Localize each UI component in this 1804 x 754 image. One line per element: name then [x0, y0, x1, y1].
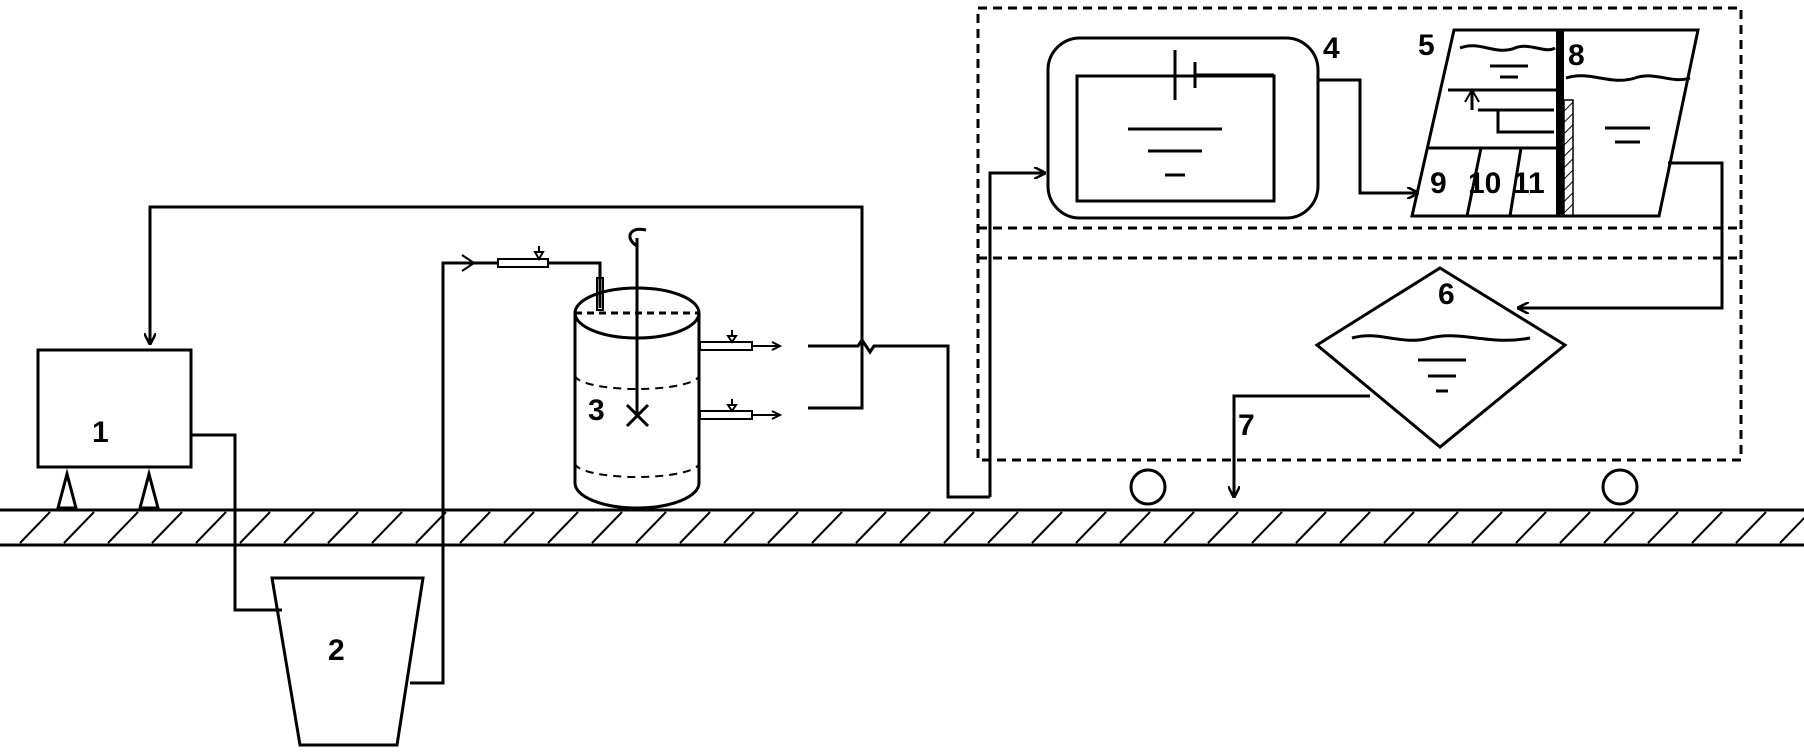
wheel-right	[1601, 468, 1639, 506]
unit-5-multichamber-tank: 5 8 9 10 11	[1410, 28, 1700, 218]
ground-hatch-line	[1119, 511, 1151, 544]
ground-hatch-line	[283, 511, 315, 544]
ground-hatch-line	[547, 511, 579, 544]
ground-hatch-line	[195, 511, 227, 544]
ground-hatch-line	[1295, 511, 1327, 544]
ground-hatch-line	[855, 511, 887, 544]
wheel-left	[1129, 468, 1167, 506]
label-5: 5	[1418, 29, 1435, 62]
ground-hatch-line	[943, 511, 975, 544]
ground-hatch-line	[1691, 511, 1723, 544]
ground-hatch-line	[371, 511, 403, 544]
label-11: 11	[1513, 167, 1545, 200]
ground-hatch-line	[987, 511, 1019, 544]
label-1: 1	[92, 416, 109, 449]
ground-hatch-line	[635, 511, 667, 544]
mobile-unit-boundary	[976, 6, 1743, 506]
ground-hatch-line	[1031, 511, 1063, 544]
ground-hatch-line	[1163, 511, 1195, 544]
unit-6-settler: 6 7	[1238, 266, 1568, 449]
ground-hatch-line	[63, 511, 95, 544]
ground-hatch-line	[591, 511, 623, 544]
ground-hatch-line	[239, 511, 271, 544]
ground-hatch-line	[723, 511, 755, 544]
ground-hatch-line	[151, 511, 183, 544]
ground	[0, 508, 1804, 547]
ground-hatch-line	[327, 511, 359, 544]
ground-hatch-line	[1383, 511, 1415, 544]
ground-hatch-line	[459, 511, 491, 544]
label-10: 10	[1468, 167, 1501, 200]
label-3: 3	[588, 394, 605, 427]
ground-hatch-line	[767, 511, 799, 544]
ground-hatch-line	[19, 511, 51, 544]
ground-hatch-line	[107, 511, 139, 544]
ground-hatch-line	[1075, 511, 1107, 544]
ground-hatch-line	[1779, 516, 1804, 544]
unit-2-pit: 2	[270, 576, 425, 747]
ground-hatch-line	[1603, 511, 1635, 544]
ground-hatch-line	[1647, 511, 1679, 544]
ground-hatch-line	[1207, 511, 1239, 544]
ground-hatch-line	[1427, 511, 1459, 544]
ground-hatch-line	[1339, 511, 1371, 544]
piping	[150, 78, 1724, 685]
ground-hatch-line	[415, 511, 447, 544]
ground-hatch-line	[899, 511, 931, 544]
ground-hatch-line	[1251, 511, 1283, 544]
ground-hatch-line	[811, 511, 843, 544]
ground-hatch-line	[1559, 511, 1591, 544]
label-9: 9	[1430, 167, 1447, 200]
label-2: 2	[328, 634, 345, 667]
label-7: 7	[1238, 409, 1255, 442]
unit-1-tank: 1	[36, 348, 193, 510]
unit-3-reactor: 3	[573, 227, 701, 510]
label-8: 8	[1568, 39, 1585, 72]
label-6: 6	[1438, 278, 1455, 311]
unit-4-cell: 4	[1046, 32, 1340, 220]
ground-hatch-line	[1471, 511, 1503, 544]
label-4: 4	[1323, 32, 1340, 65]
ground-hatch-line	[679, 511, 711, 544]
ground-hatch-line	[1515, 511, 1547, 544]
ground-hatch-line	[503, 511, 535, 544]
ground-hatch-line	[1735, 511, 1767, 544]
